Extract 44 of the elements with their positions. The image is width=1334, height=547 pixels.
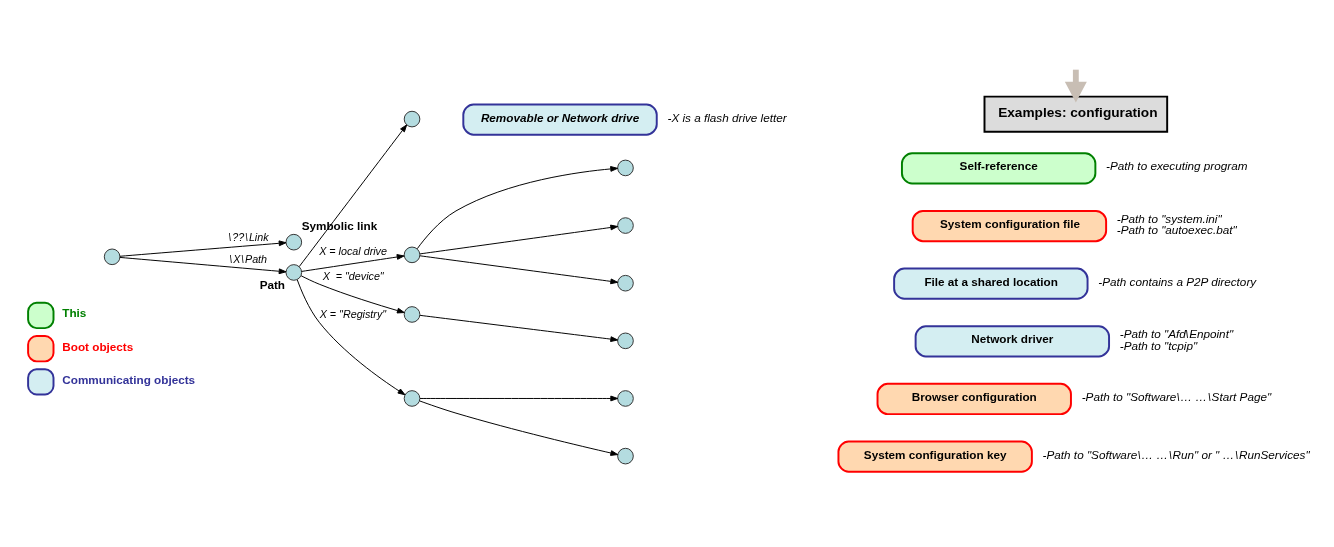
node-circle xyxy=(617,447,634,465)
arrow xyxy=(298,124,408,268)
node-circle xyxy=(403,110,421,128)
node-circle xyxy=(285,264,303,281)
edge-label: \??\Link xyxy=(228,231,269,243)
node-label: -X is a flash drive letter xyxy=(667,110,787,124)
arrow xyxy=(296,279,406,396)
edge-label: X = "Registry" xyxy=(319,308,387,321)
legend-label: This xyxy=(62,306,87,320)
arrow xyxy=(419,255,619,285)
node-circle xyxy=(617,217,634,234)
node-circle xyxy=(403,390,421,407)
node-circle xyxy=(617,159,634,177)
legend-label: Communicating objects xyxy=(62,372,196,386)
node-label: -Path to "Software\… …\Start Page" xyxy=(1081,390,1272,404)
edge-label: \X\Path xyxy=(229,253,268,266)
node-label: -Path to "Software\… …\Run" or " …\RunServices" xyxy=(1042,447,1310,461)
edge-label: X = local drive xyxy=(319,244,387,257)
node-label: -Path contains a P2P directory xyxy=(1098,274,1257,288)
node-circle xyxy=(617,390,634,407)
node-circle xyxy=(403,246,421,264)
node-label: -Path to "tcpip" xyxy=(1119,338,1198,352)
node-label: -Path to "system.ini" xyxy=(1116,211,1222,225)
node-box: Examples: configuration xyxy=(983,95,1169,133)
node-label: Path xyxy=(259,277,286,291)
arrow xyxy=(419,224,619,255)
node-label: -Path to "Afd\Enpoint" xyxy=(1119,327,1234,340)
arrow xyxy=(419,395,619,402)
arrow xyxy=(416,166,619,250)
arrow xyxy=(419,314,619,342)
node-circle xyxy=(285,233,303,251)
arrow xyxy=(119,256,287,275)
edge-label: X = "device" xyxy=(322,270,384,283)
node-label: -Path to executing program xyxy=(1106,159,1248,173)
arrow xyxy=(119,240,287,257)
node-circle xyxy=(403,306,421,323)
node-circle xyxy=(617,332,634,350)
arrow xyxy=(419,400,619,456)
node-circle xyxy=(617,274,634,292)
arrow xyxy=(301,254,405,272)
arrow xyxy=(300,275,405,314)
node-circle xyxy=(103,248,121,266)
node-label: -Path to "autoexec.bat" xyxy=(1116,223,1237,237)
legend-label: Boot objects xyxy=(62,339,134,353)
